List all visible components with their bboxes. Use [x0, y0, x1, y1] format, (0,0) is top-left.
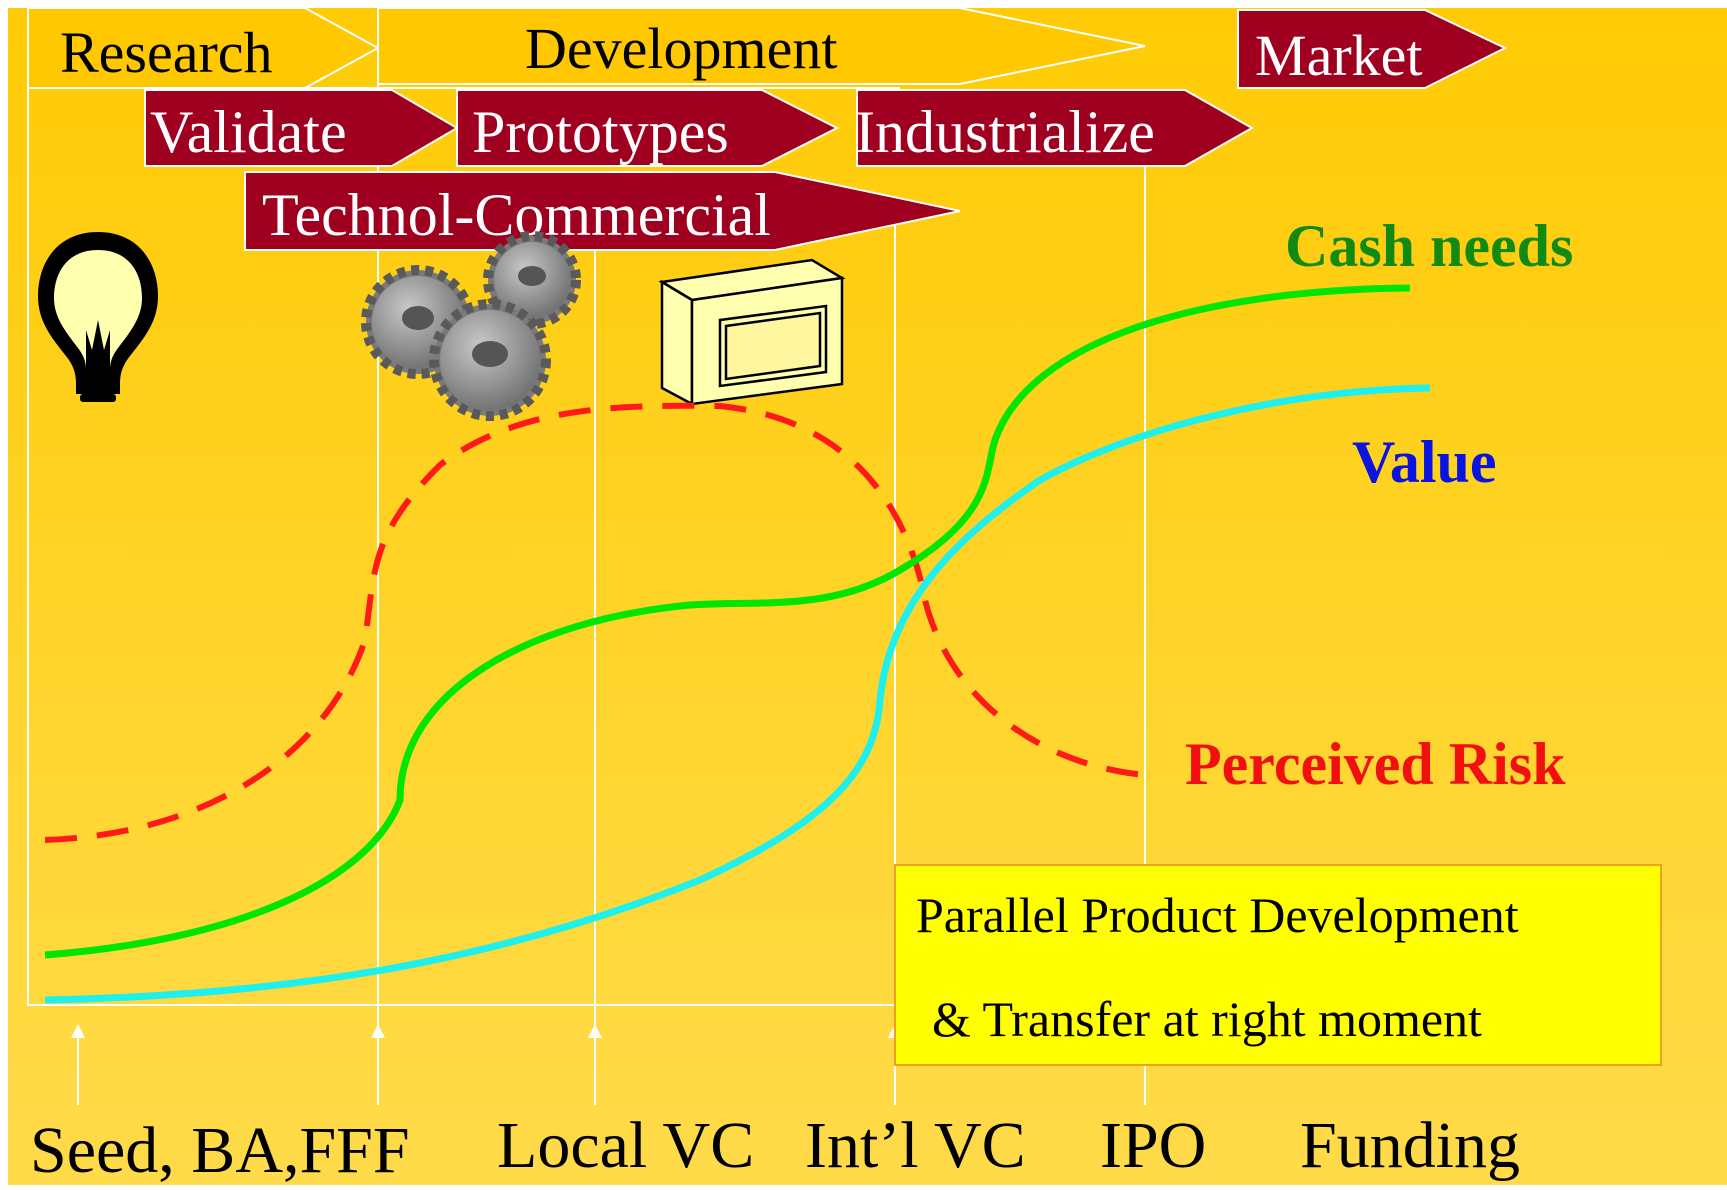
phase-arrows	[27, 7, 1508, 89]
funding-seed-label: Seed, BA,FFF	[30, 1114, 410, 1185]
funding-intl-vc-label: Int’l VC	[805, 1109, 1026, 1182]
step-technol-commercial-arrow	[244, 171, 961, 251]
step-arrows	[144, 89, 1255, 251]
value-label: Value	[1352, 429, 1497, 495]
step-industrialize-label: Industrialize	[855, 99, 1155, 165]
step-industrialize-arrow	[856, 89, 1255, 167]
funding-label: Funding	[1300, 1109, 1520, 1182]
note-line-2: & Transfer at right moment	[932, 991, 1482, 1047]
step-prototypes-arrow	[456, 89, 840, 167]
step-validate-arrow	[144, 89, 459, 167]
lightbulb-icon	[38, 232, 158, 402]
perceived-risk-curve	[44, 402, 1146, 843]
step-technol-commercial-label: Technol-Commercial	[262, 182, 771, 248]
step-prototypes-label: Prototypes	[472, 99, 729, 165]
phase-development-arrow	[377, 7, 1146, 85]
funding-ipo-label: IPO	[1100, 1109, 1206, 1182]
value-curve	[44, 384, 1431, 1004]
phase-market-arrow	[1237, 9, 1508, 89]
step-validate-label: Validate	[150, 99, 347, 165]
funding-local-vc-label: Local VC	[497, 1109, 754, 1182]
perceived-risk-label: Perceived Risk	[1185, 731, 1566, 797]
computer-monitor-icon	[658, 258, 846, 407]
phase-development-label: Development	[525, 16, 837, 81]
note-box	[894, 864, 1662, 1066]
phase-research-label: Research	[60, 20, 273, 85]
cash-needs-curve	[44, 284, 1411, 959]
cash-needs-label: Cash needs	[1285, 213, 1573, 279]
phase-research-arrow	[27, 7, 381, 89]
note-line-1: Parallel Product Development	[916, 887, 1519, 943]
gears-icon	[361, 231, 581, 421]
phase-market-label: Market	[1255, 23, 1423, 88]
